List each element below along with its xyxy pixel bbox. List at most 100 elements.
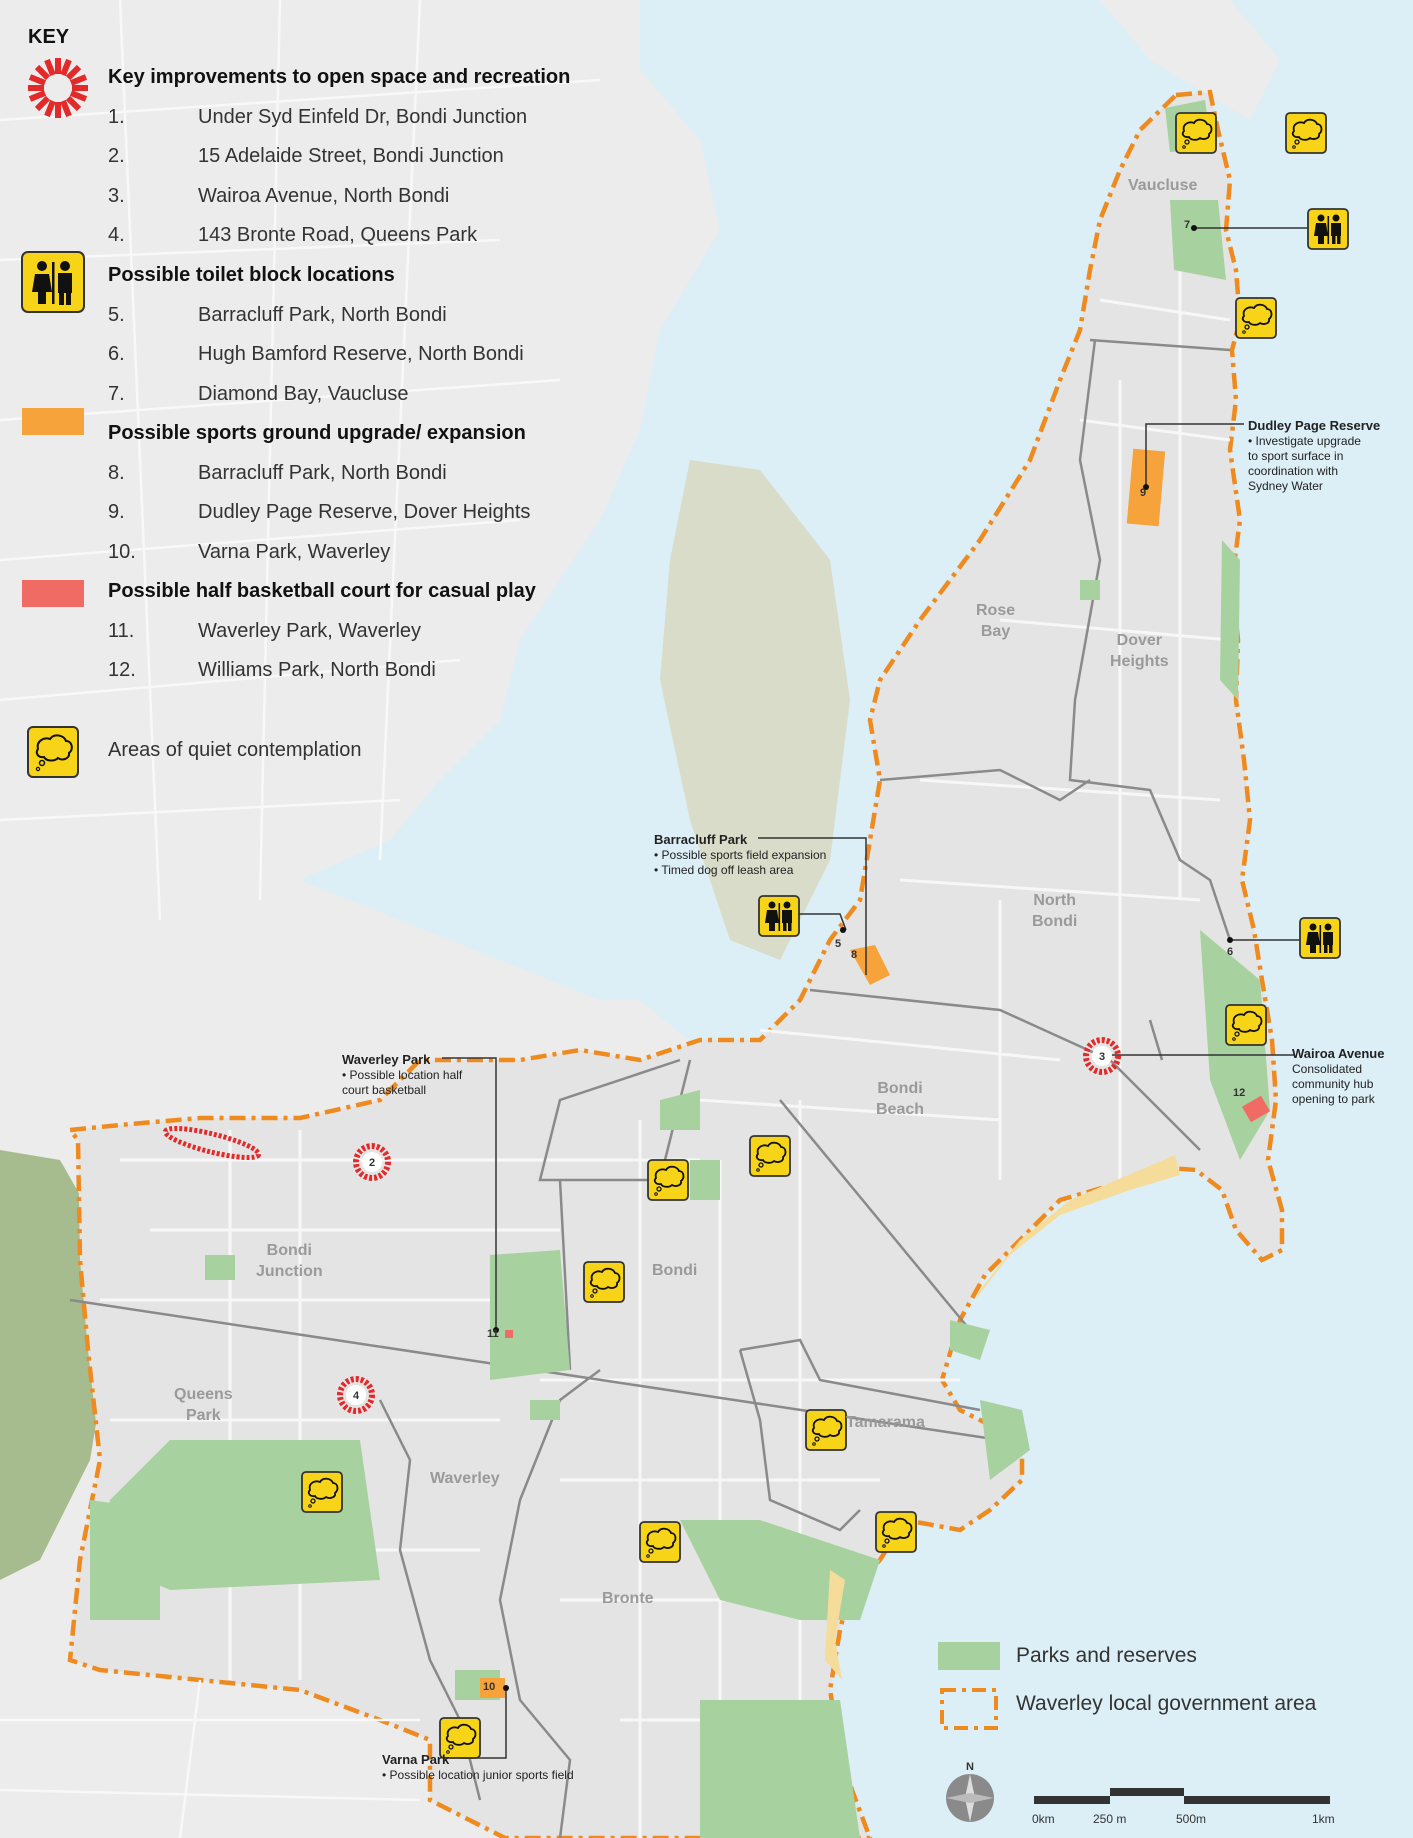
toilet-icon	[1299, 917, 1341, 959]
thought-bubble-icon	[1175, 112, 1217, 154]
key-item-number: 6.	[108, 343, 125, 366]
key-heading-3: Possible sports ground upgrade/ expansio…	[108, 422, 526, 444]
place-bondi: Bondi	[652, 1262, 698, 1279]
parks-legend-swatch	[938, 1642, 1000, 1670]
street-grid-west	[0, 0, 601, 1838]
site-number-6: 6	[1227, 946, 1233, 958]
key-heading-1: Key improvements to open space and recre…	[108, 66, 571, 88]
thought-bubble-icon	[1225, 1004, 1267, 1046]
thought-bubble-icon	[647, 1159, 689, 1201]
thought-bubble-icon	[301, 1471, 343, 1513]
callout-dots	[493, 225, 1233, 1691]
thought-bubble-icon	[1285, 112, 1327, 154]
key-item-number: 4.	[108, 224, 125, 247]
key-item-text: Barracluff Park, North Bondi	[198, 303, 447, 326]
callout-dudley-page: Dudley Page Reserve • Investigate upgrad…	[1248, 418, 1381, 493]
legend-parks-label: Parks and reserves	[1016, 1644, 1197, 1667]
thought-bubble-icon	[749, 1135, 791, 1177]
key-item-number: 7.	[108, 382, 125, 405]
basketball-court-williams-park	[1241, 1095, 1271, 1123]
quiet-area-markers	[301, 112, 1327, 1759]
key-item-number: 10.	[108, 540, 136, 563]
red-swatch	[22, 580, 84, 607]
improvement-4-marker: 4	[337, 1376, 375, 1414]
svg-text:2: 2	[369, 1157, 375, 1169]
orange-swatch	[22, 408, 84, 435]
place-waverley: Waverley	[430, 1470, 500, 1487]
basketball-court-waverley-park	[505, 1330, 513, 1338]
callout-varna: Varna Park • Possible location junior sp…	[382, 1752, 574, 1782]
golf-course	[660, 460, 850, 960]
key-item-text: Under Syd Einfeld Dr, Bondi Junction	[198, 105, 528, 128]
thought-bubble-icon	[805, 1409, 847, 1451]
key-item-text: Williams Park, North Bondi	[198, 659, 436, 682]
key-item-number: 12.	[108, 659, 136, 682]
key-item-text: Dudley Page Reserve, Dover Heights	[198, 501, 531, 524]
thought-bubble-icon	[583, 1261, 625, 1303]
improvement-2-marker: 2	[353, 1143, 391, 1181]
place-bronte: Bronte	[602, 1590, 654, 1607]
key-item-text: Varna Park, Waverley	[198, 540, 391, 563]
key-title: KEY	[28, 26, 70, 48]
improvement-1-marker	[162, 1125, 262, 1161]
red-star-icon	[28, 58, 88, 118]
improvement-3-marker: 3	[1083, 1037, 1121, 1075]
key-item-text: Wairoa Avenue, North Bondi	[198, 184, 450, 207]
scale-label-0: 0km	[1032, 1812, 1055, 1826]
lga-legend-swatch	[940, 1688, 998, 1730]
bondi-beach-sand	[960, 1155, 1180, 1330]
legend-lga-label: Waverley local government area	[1016, 1692, 1317, 1715]
key-item-number: 9.	[108, 501, 125, 524]
quiet-area-label: Areas of quiet contemplation	[108, 739, 362, 761]
key-item-text: Hugh Bamford Reserve, North Bondi	[198, 343, 524, 366]
sports-ground-varna	[480, 1678, 505, 1698]
key-item-number: 8.	[108, 461, 125, 484]
street-grid	[100, 200, 1231, 1838]
key-item-number: 2.	[108, 145, 125, 168]
svg-text:4: 4	[353, 1390, 360, 1402]
key-item-number: 3.	[108, 184, 125, 207]
key-item-text: 143 Bronte Road, Queens Park	[198, 224, 478, 247]
land-north-headland	[1100, 0, 1280, 120]
site-numbers: 7 9 5 8 6 12 11 10	[483, 219, 1245, 1693]
sports-ground-barracluff	[850, 945, 890, 985]
scale-label-250: 250 m	[1093, 1812, 1127, 1826]
site-number-8: 8	[851, 949, 857, 961]
key-item-text: Diamond Bay, Vaucluse	[198, 382, 409, 405]
site-number-9: 9	[1140, 487, 1146, 499]
site-number-12: 12	[1233, 1087, 1245, 1099]
key-item-text: Barracluff Park, North Bondi	[198, 461, 447, 484]
site-number-11: 11	[487, 1328, 499, 1340]
place-vaucluse: Vaucluse	[1128, 177, 1198, 194]
scale-label-1km: 1km	[1312, 1812, 1335, 1826]
thought-bubble-icon	[639, 1521, 681, 1563]
key-item-number: 11.	[108, 619, 135, 642]
site-number-10: 10	[483, 1681, 495, 1693]
toilet-markers	[758, 208, 1349, 959]
improvement-markers: 2 3 4	[337, 1037, 1121, 1414]
key-heading-4: Possible half basketball court for casua…	[108, 580, 536, 602]
key-item-text: 15 Adelaide Street, Bondi Junction	[198, 145, 504, 168]
callout-barracluff: Barracluff Park • Possible sports field …	[654, 832, 827, 877]
site-number-7: 7	[1184, 219, 1190, 231]
callout-wairoa: Wairoa Avenue Consolidated community hub…	[1292, 1046, 1385, 1106]
land-west	[0, 0, 720, 920]
scale-bar	[1034, 1788, 1330, 1804]
callout-waverley-park: Waverley Park • Possible location half c…	[342, 1052, 463, 1097]
toilet-icon	[21, 251, 85, 313]
thought-bubble-icon	[27, 726, 79, 778]
place-tamarama: Tamarama	[846, 1414, 925, 1431]
key-item-number: 1.	[108, 105, 125, 128]
key-item-number: 5.	[108, 303, 125, 326]
thought-bubble-icon	[1235, 297, 1277, 339]
key-item-text: Waverley Park, Waverley	[198, 619, 422, 642]
svg-text:3: 3	[1099, 1051, 1105, 1063]
scale-label-500: 500m	[1176, 1812, 1207, 1826]
